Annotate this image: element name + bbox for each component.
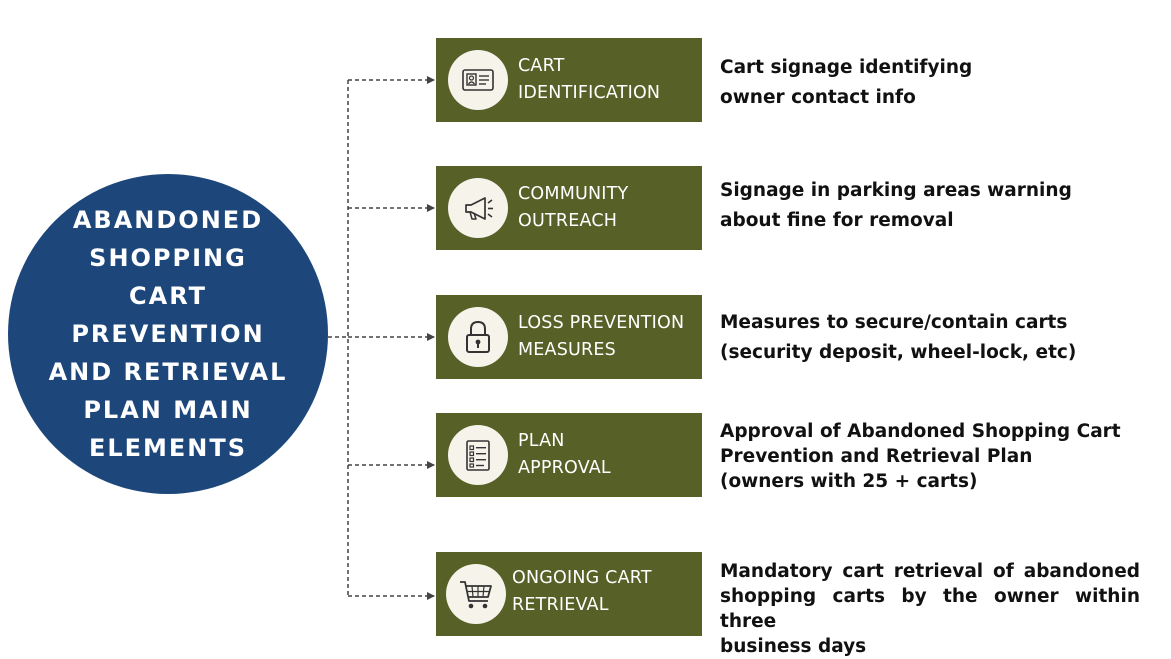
center-circle: ABANDONED SHOPPING CART PREVENTION AND R…	[8, 174, 328, 494]
checklist-icon	[448, 425, 508, 485]
element-box-plan-approval: PLAN APPROVAL	[436, 413, 702, 497]
description-line: Cart signage identifying	[720, 57, 973, 78]
element-title: PLAN APPROVAL	[518, 428, 611, 482]
description-line: Approval of Abandoned Shopping Cart	[720, 421, 1121, 442]
center-title-line: ELEMENTS	[88, 434, 248, 462]
padlock-icon	[448, 307, 508, 367]
id-card-icon	[448, 50, 508, 110]
element-description: Approval of Abandoned Shopping Cart Prev…	[720, 419, 1121, 494]
center-title-line: PREVENTION	[71, 320, 265, 348]
element-title-line: LOSS PREVENTION	[518, 313, 685, 333]
element-title: CART IDENTIFICATION	[518, 53, 660, 107]
center-title-line: AND RETRIEVAL	[48, 358, 288, 386]
element-title: LOSS PREVENTION MEASURES	[518, 310, 684, 364]
element-title-line: PLAN	[518, 431, 565, 451]
element-title-line: CART	[518, 56, 565, 76]
megaphone-icon	[448, 178, 508, 238]
description-line: (owners with 25 + carts)	[720, 471, 978, 492]
element-description: Cart signage identifying owner contact i…	[720, 53, 972, 113]
center-title-line: ABANDONED	[72, 206, 264, 234]
element-title-line: APPROVAL	[518, 458, 611, 478]
element-title-line: RETRIEVAL	[512, 595, 609, 615]
element-title: COMMUNITY OUTREACH	[518, 181, 628, 235]
element-title: ONGOING CART RETRIEVAL	[512, 565, 652, 619]
element-title-line: MEASURES	[518, 340, 616, 360]
center-title-line: CART	[129, 282, 207, 310]
description-line: (security deposit, wheel-lock, etc)	[720, 342, 1077, 363]
description-line: shopping carts by the owner within three	[720, 586, 1140, 632]
center-title-line: SHOPPING	[89, 244, 247, 272]
description-line: business days	[720, 636, 867, 657]
element-description: Signage in parking areas warning about f…	[720, 176, 1072, 236]
description-line: owner contact info	[720, 87, 916, 108]
element-title-line: IDENTIFICATION	[518, 83, 661, 103]
center-title: ABANDONED SHOPPING CART PREVENTION AND R…	[48, 201, 288, 467]
description-line: Signage in parking areas warning	[720, 180, 1072, 201]
description-line: Prevention and Retrieval Plan	[720, 446, 1033, 467]
element-box-cart-identification: CART IDENTIFICATION	[436, 38, 702, 122]
element-box-loss-prevention-measures: LOSS PREVENTION MEASURES	[436, 295, 702, 379]
element-description: Mandatory cart retrieval of abandoned sh…	[720, 559, 1140, 659]
description-line: about fine for removal	[720, 210, 954, 231]
description-line: Measures to secure/contain carts	[720, 312, 1068, 333]
element-box-community-outreach: COMMUNITY OUTREACH	[436, 166, 702, 250]
element-title-line: OUTREACH	[518, 211, 618, 231]
element-title-line: COMMUNITY	[518, 184, 629, 204]
shopping-cart-icon	[446, 564, 506, 624]
element-title-line: ONGOING CART	[512, 568, 652, 588]
center-title-line: PLAN MAIN	[83, 396, 253, 424]
element-description: Measures to secure/contain carts (securi…	[720, 308, 1076, 368]
element-box-ongoing-cart-retrieval: ONGOING CART RETRIEVAL	[436, 552, 702, 636]
description-line: Mandatory cart retrieval of abandoned	[720, 561, 1140, 582]
